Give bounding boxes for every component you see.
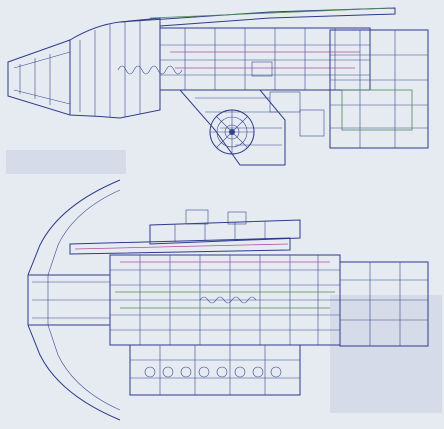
side-view-top-rail — [119, 7, 396, 27]
side-view-feed-mechanism — [178, 89, 286, 166]
plan-view-top-mechanism — [149, 219, 301, 245]
plan-view-caption-block — [330, 295, 442, 413]
side-view-rear-block — [329, 29, 429, 149]
plan-view-barrel — [69, 237, 291, 255]
side-view-caption-block — [6, 150, 126, 174]
side-view-receiver — [159, 27, 371, 91]
plan-view-muzzle-shroud — [27, 179, 121, 421]
side-view — [7, 7, 429, 166]
plan-view — [27, 179, 429, 421]
plan-view-lower-mechanism — [129, 344, 301, 396]
side-view-forward-housing — [69, 17, 161, 119]
plan-view-feed-chain — [144, 366, 282, 378]
plan-view-spring — [199, 296, 257, 304]
side-view-muzzle-cone — [7, 39, 71, 116]
side-view-spring — [117, 65, 183, 75]
plan-view-rear-box — [339, 261, 429, 347]
